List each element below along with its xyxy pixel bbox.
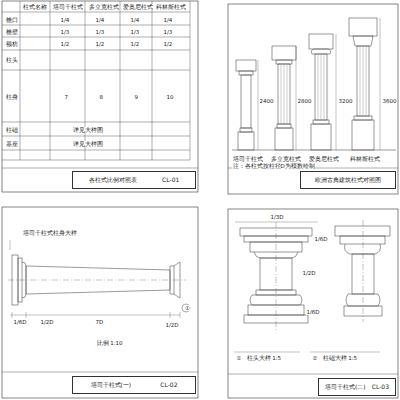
drawing-label: 1/4 bbox=[163, 17, 173, 23]
title-block: 塔司干柱式(二) CL-03 bbox=[318, 378, 396, 396]
drawing-label: 1/4 bbox=[60, 17, 70, 23]
drawing-label: 塔司干柱式 bbox=[52, 4, 83, 10]
panel-border bbox=[2, 1, 198, 192]
flute-line bbox=[318, 55, 319, 119]
drawing-label: 柱础大样 1:5 bbox=[322, 355, 358, 361]
drawing-label: 1/2D bbox=[165, 322, 179, 328]
drawing-label: 1/3 bbox=[95, 29, 105, 35]
drawing-label: 1/2 bbox=[95, 41, 105, 47]
drawing-label: 檐口 bbox=[5, 17, 18, 23]
shaft-detail bbox=[8, 240, 190, 318]
drawing-label: ② bbox=[312, 355, 318, 361]
title-block: 塔司干柱式(一) CL-02 bbox=[72, 376, 196, 394]
drawing-label: 10 bbox=[166, 94, 174, 100]
drawing-label: ① bbox=[185, 305, 191, 311]
flute-line bbox=[324, 55, 325, 119]
sheet-title: 欧洲古典建筑柱式对照图 bbox=[315, 177, 381, 184]
drawing-label: 1/4 bbox=[130, 17, 140, 23]
drawing-label: 3600 bbox=[382, 98, 397, 104]
flute-line bbox=[281, 65, 282, 123]
drawing-label: 多立克柱式 bbox=[270, 156, 301, 162]
drawing-label: 1/6D bbox=[13, 319, 27, 325]
drawing-label: 柱式名称 bbox=[22, 4, 47, 10]
drawing-label: 檐壁 bbox=[5, 29, 18, 35]
drawing-label: 1/4 bbox=[95, 17, 105, 23]
sheet-title: 塔司干柱式(二) bbox=[325, 384, 366, 391]
drawing-label: 1/3D bbox=[270, 214, 284, 220]
sheet-number: CL-03 bbox=[372, 384, 389, 391]
drawing-label: 1/6D bbox=[306, 309, 320, 315]
sheet-title: 塔司干柱式(一) bbox=[91, 382, 132, 389]
drawing-label: 2400 bbox=[259, 98, 274, 104]
panel-border bbox=[2, 207, 198, 398]
drawing-label: 基座 bbox=[5, 141, 18, 147]
drawing-label: 多立克柱式 bbox=[88, 4, 119, 10]
drawing-label: 9 bbox=[134, 94, 139, 100]
drawing-label: 3200 bbox=[338, 98, 353, 104]
title-block: 各柱式比例对照表 CL-01 bbox=[72, 171, 196, 189]
drawing-label: 1/2D bbox=[40, 319, 54, 325]
flute-line bbox=[363, 47, 364, 115]
drawing-label: 柱身 bbox=[5, 94, 18, 100]
capital-detail bbox=[234, 220, 390, 352]
drawing-label: 爱奥尼柱式 bbox=[122, 4, 153, 10]
sheet-number: CL-02 bbox=[160, 382, 177, 389]
flute-line bbox=[360, 47, 361, 115]
flute-line bbox=[287, 65, 288, 123]
drawing-label: 柱头大样 1:5 bbox=[246, 355, 282, 361]
drawing-label: 详见大样图 bbox=[72, 127, 103, 133]
drawing-label: 1/2D bbox=[302, 270, 316, 276]
drawing-label: 1/3 bbox=[163, 29, 173, 35]
drawing-label: 塔司干柱式柱身大样 bbox=[22, 230, 77, 236]
drawing-label: 科林斯柱式 bbox=[155, 4, 186, 10]
panel-border bbox=[228, 4, 398, 194]
drawing-label: 1/2 bbox=[163, 41, 173, 47]
drawing-label: 1/3 bbox=[130, 29, 140, 35]
flutes bbox=[281, 47, 366, 123]
drawing-label: 塔司干柱式 bbox=[232, 156, 263, 162]
drawing-label: 柱头 bbox=[5, 57, 18, 63]
flute-line bbox=[321, 55, 322, 119]
table-grid bbox=[2, 1, 190, 160]
drawing-label: 1/6D bbox=[314, 236, 328, 242]
drawing-label: 1/2 bbox=[60, 41, 70, 47]
drawing-label: 1/2 bbox=[130, 41, 140, 47]
flute-line bbox=[284, 65, 285, 123]
column-elevations bbox=[232, 18, 396, 150]
drawing-label: 7 bbox=[64, 94, 69, 100]
drawing-label: ① bbox=[236, 355, 242, 361]
drawing-label: 1/3 bbox=[60, 29, 70, 35]
flute-line bbox=[366, 47, 367, 115]
drawing-label: 柱础 bbox=[5, 127, 18, 133]
title-block: 欧洲古典建筑柱式对照图 bbox=[300, 171, 396, 189]
drawing-label: 额枋 bbox=[5, 41, 18, 47]
drawing-label: 科林斯柱式 bbox=[349, 156, 380, 162]
drawing-label: 注：各柱式按柱径D为模数绘制 bbox=[232, 163, 315, 169]
drawing-label: 详见大样图 bbox=[72, 141, 103, 147]
drawing-label: 比例 1:10 bbox=[96, 340, 123, 346]
drawing-label: 8 bbox=[99, 94, 104, 100]
sheet-title: 各柱式比例对照表 bbox=[89, 177, 137, 184]
drawing-label: 2800 bbox=[297, 98, 312, 104]
panel-border bbox=[228, 209, 398, 398]
drawing-label: 爱奥尼柱式 bbox=[308, 156, 339, 162]
sheet-number: CL-01 bbox=[162, 177, 179, 184]
drawing-label: 7D bbox=[95, 319, 104, 325]
